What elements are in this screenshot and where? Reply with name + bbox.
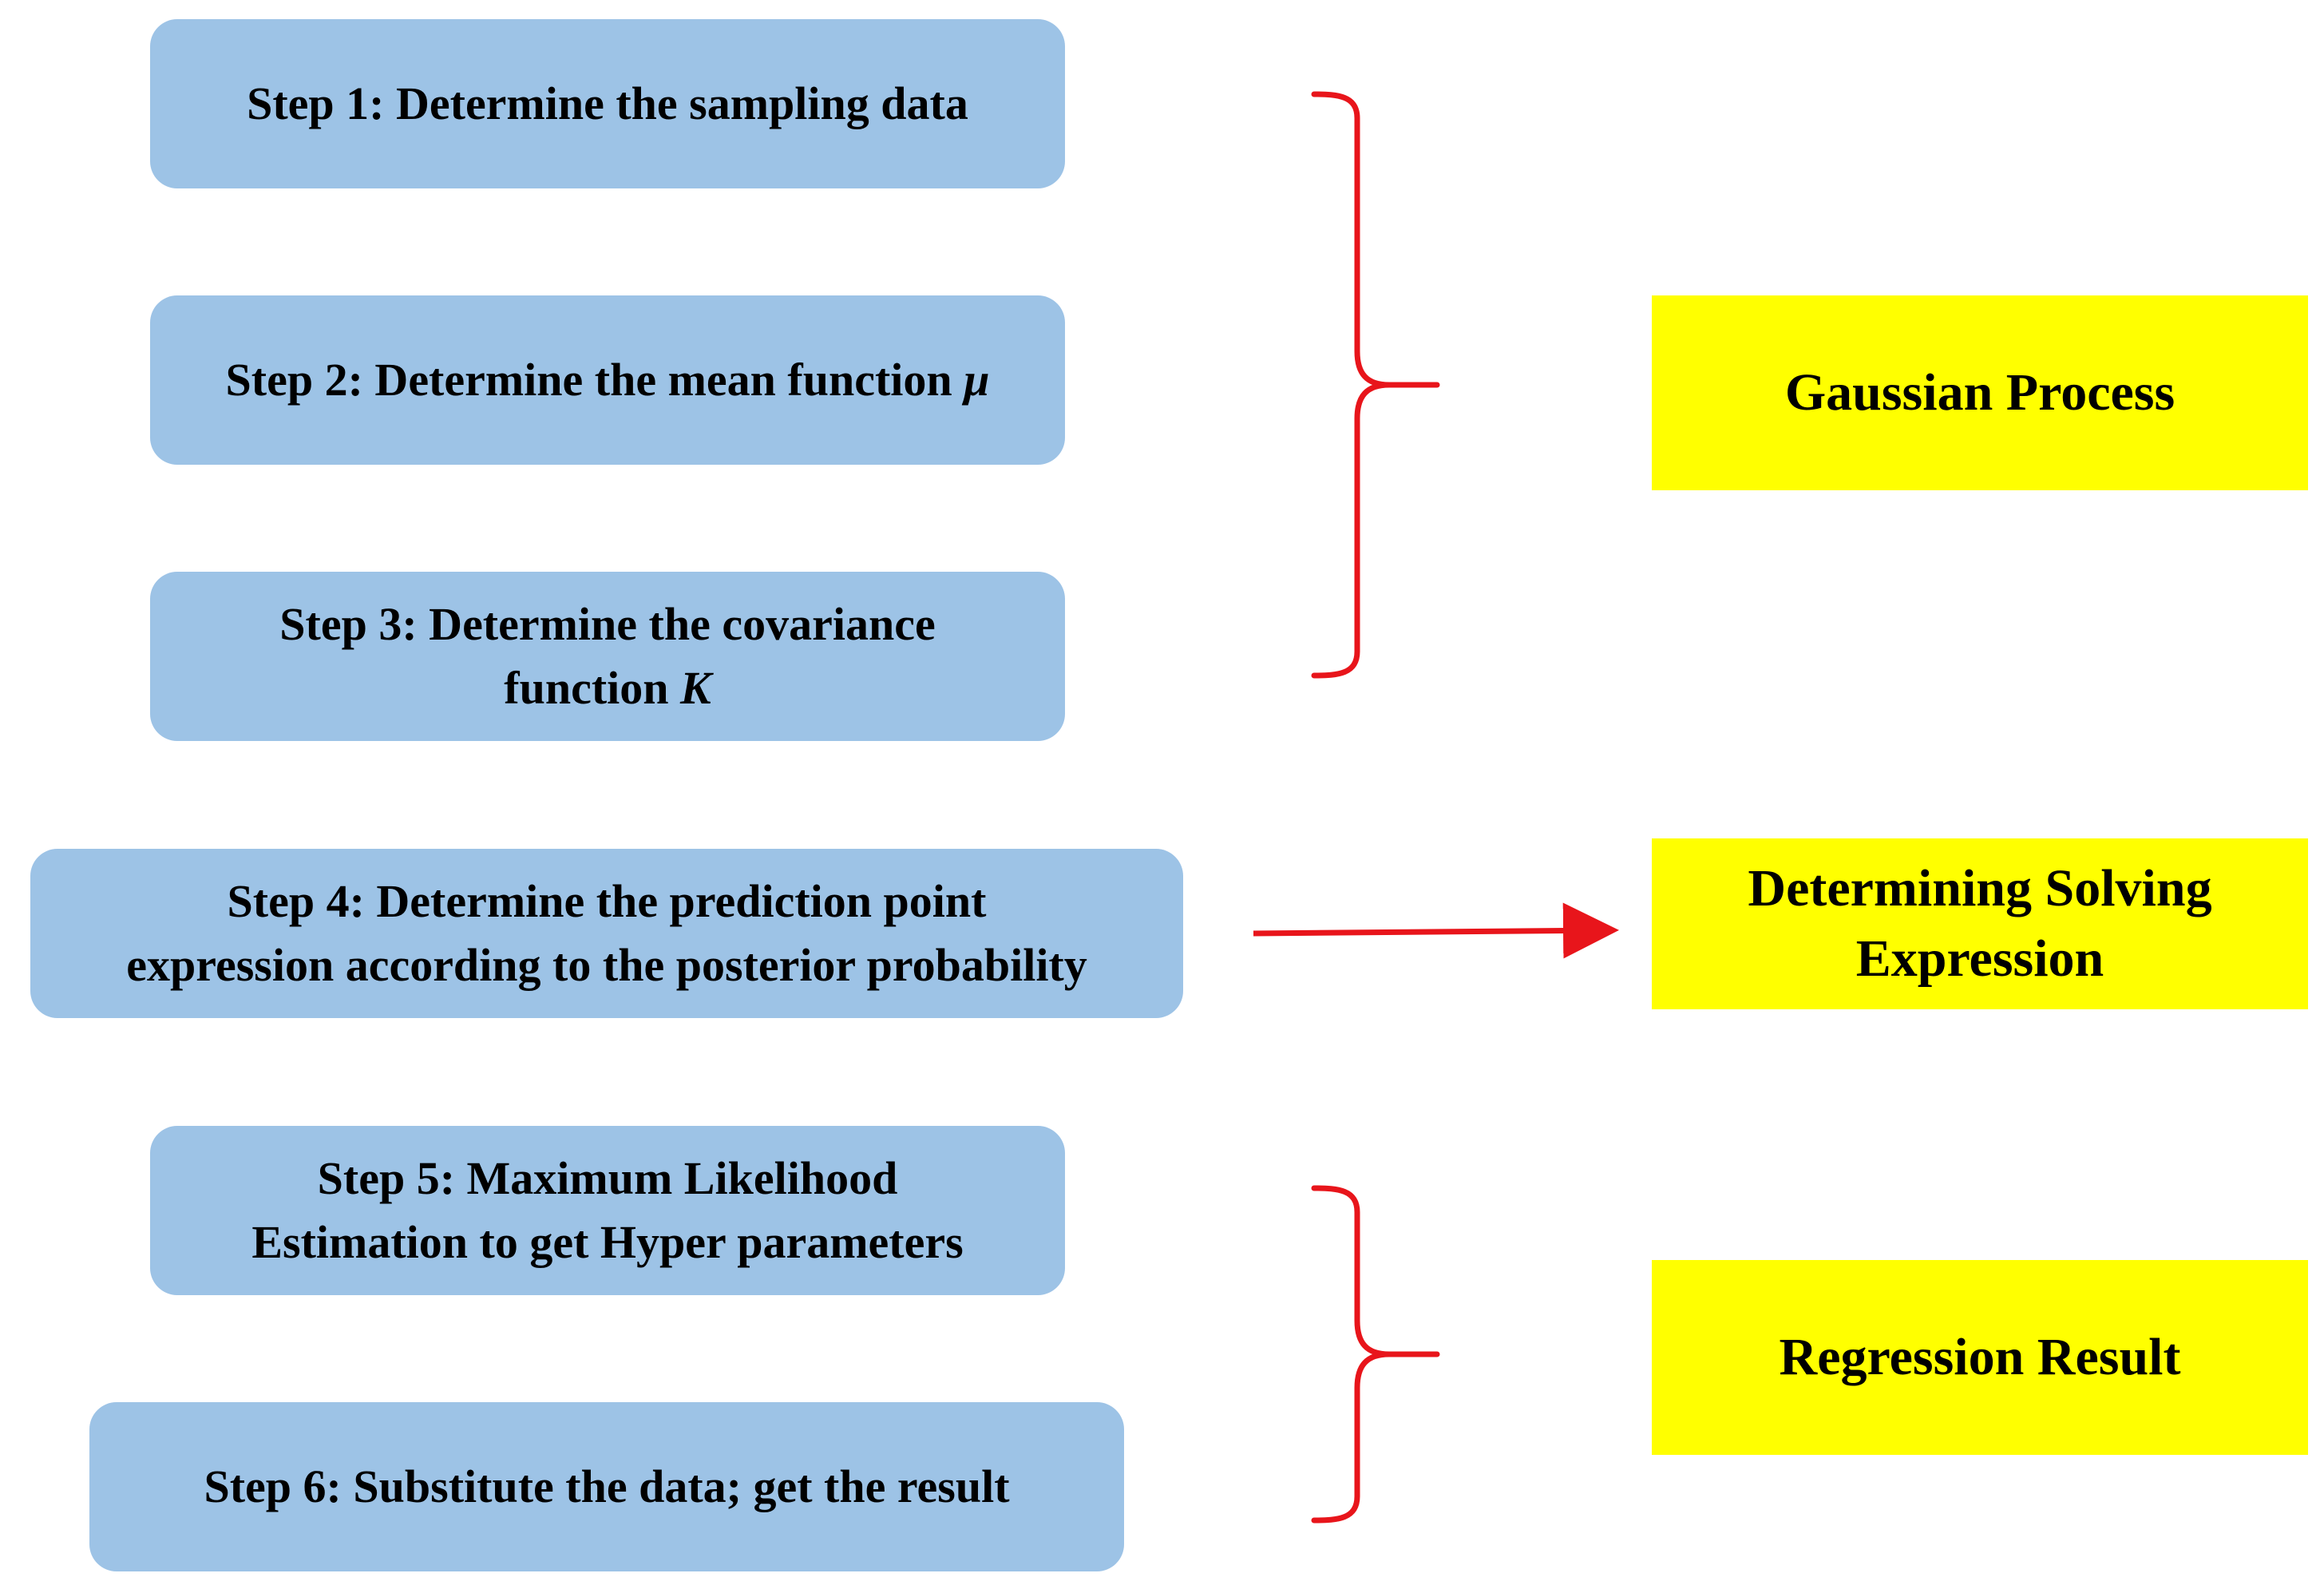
step-5-line-2: Estimation to get Hyper parameters — [251, 1216, 964, 1268]
determining-solving-expression-box: Determining Solving Expression — [1652, 838, 2308, 1009]
step-3-line-2: function K — [279, 656, 935, 720]
step-4-line-2: expression according to the posterior pr… — [126, 939, 1087, 991]
result-2-line-1: Determining Solving — [1748, 859, 2212, 917]
step-6-label: Step 6: Substitute the data; get the res… — [204, 1460, 1010, 1512]
step-1-label: Step 1: Determine the sampling data — [247, 77, 968, 129]
regression-result-label: Regression Result — [1779, 1328, 2181, 1386]
bottom-brace — [1311, 1185, 1440, 1524]
k-symbol: K — [680, 662, 711, 714]
step-2-box: Step 2: Determine the mean function μ — [150, 295, 1065, 465]
step-3-label: Step 3: Determine the covariance functio… — [279, 592, 935, 720]
step-1-box: Step 1: Determine the sampling data — [150, 19, 1065, 188]
step-5-box: Step 5: Maximum Likelihood Estimation to… — [150, 1126, 1065, 1295]
step-2-text: Step 2: Determine the mean function — [225, 354, 964, 406]
step-3-text: function — [504, 662, 681, 714]
step-5-line-1: Step 5: Maximum Likelihood — [317, 1152, 898, 1204]
step-3-line-1: Step 3: Determine the covariance — [279, 598, 936, 650]
step-4-label: Step 4: Determine the prediction point e… — [126, 870, 1087, 997]
gaussian-process-label: Gaussian Process — [1784, 363, 2176, 422]
step-4-box: Step 4: Determine the prediction point e… — [30, 849, 1183, 1018]
gaussian-process-box: Gaussian Process — [1652, 295, 2308, 490]
result-2-line-2: Expression — [1855, 929, 2104, 988]
mu-symbol: μ — [964, 354, 990, 406]
step-5-label: Step 5: Maximum Likelihood Estimation to… — [251, 1147, 963, 1274]
regression-result-box: Regression Result — [1652, 1260, 2308, 1455]
step-6-box: Step 6: Substitute the data; get the res… — [89, 1402, 1124, 1571]
determining-solving-expression-label: Determining Solving Expression — [1748, 854, 2211, 994]
step-2-label: Step 2: Determine the mean function μ — [226, 348, 990, 412]
step-3-box: Step 3: Determine the covariance functio… — [150, 572, 1065, 741]
step-4-arrow — [1253, 902, 1619, 959]
step-4-line-1: Step 4: Determine the prediction point — [227, 875, 987, 927]
top-brace — [1311, 91, 1440, 679]
